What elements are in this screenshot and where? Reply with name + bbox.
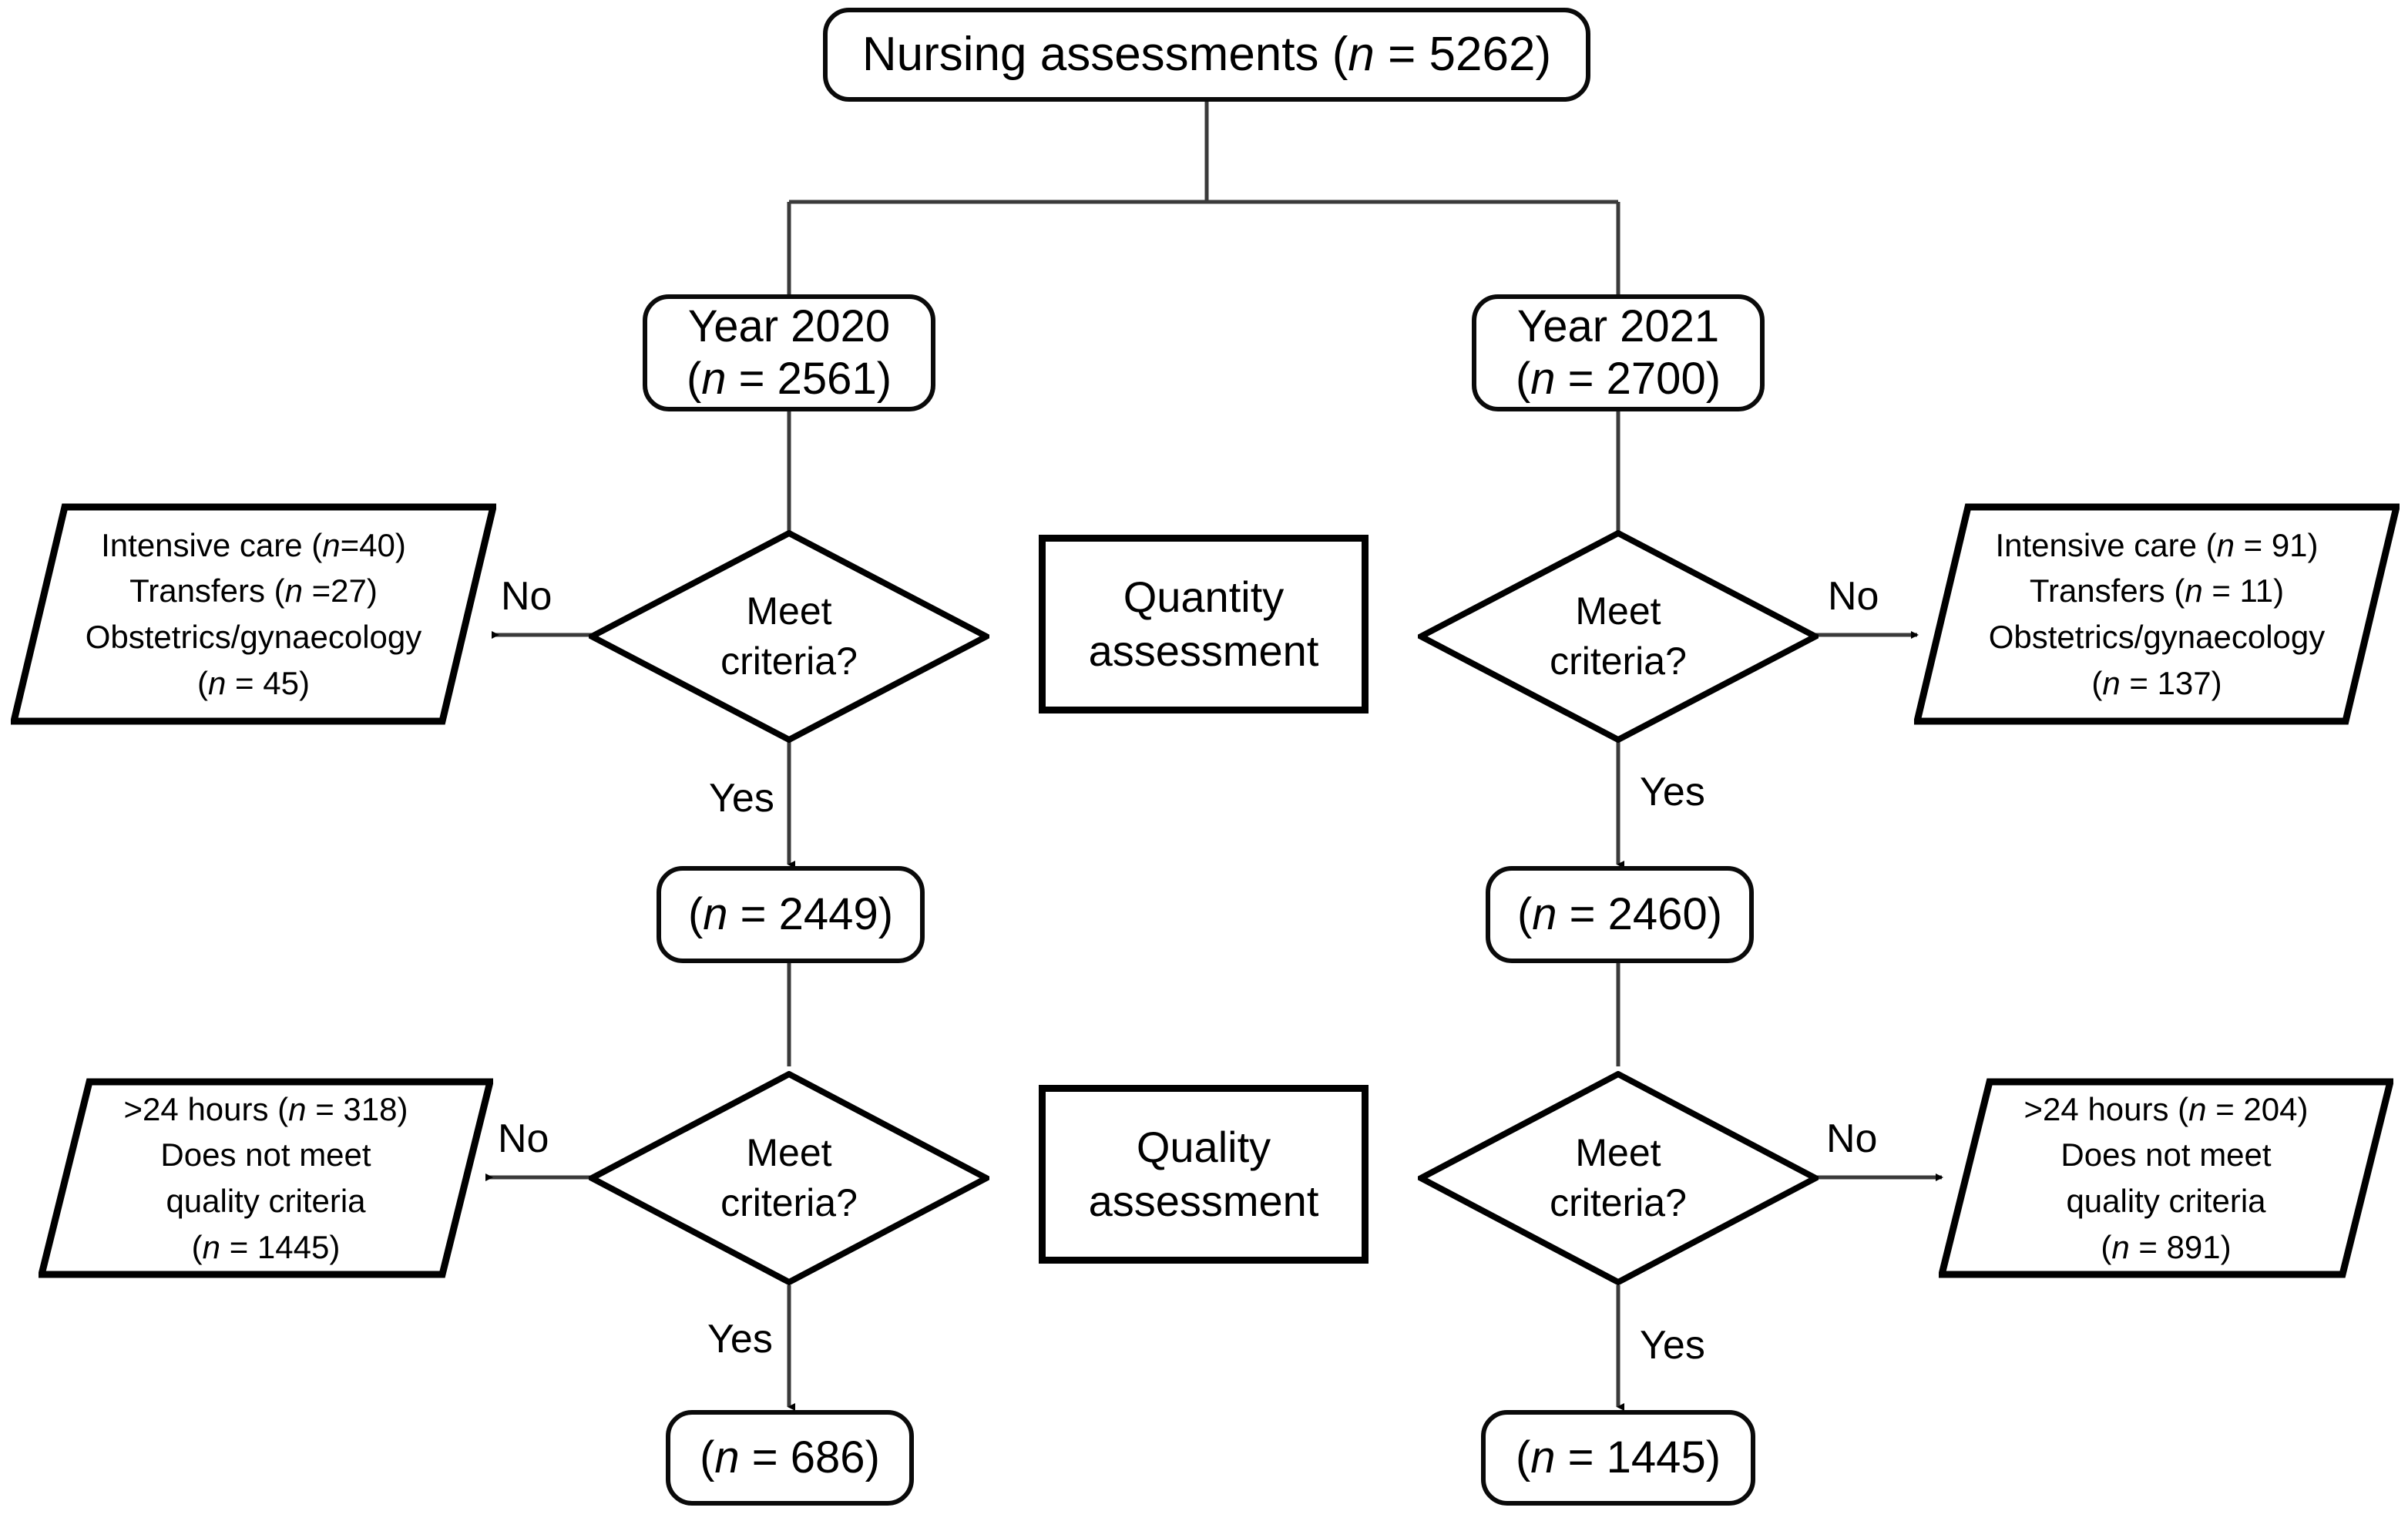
node-final-2021: (n = 1445) <box>1481 1410 1755 1506</box>
node-final-2020: (n = 686) <box>666 1410 914 1506</box>
node-nursing-assessments-label: Nursing assessments (n = 5262) <box>861 28 1552 82</box>
edge-label-yes-quantity-2020: Yes <box>709 776 774 821</box>
node-after-quantity-2020-label: (n = 2449) <box>687 888 894 939</box>
decision-meet-criteria-quality-2020: Meet criteria? <box>589 1071 989 1285</box>
node-after-quantity-2021-label: (n = 2460) <box>1516 888 1723 939</box>
node-nursing-assessments: Nursing assessments (n = 5262) <box>823 8 1590 102</box>
stage-label-quality-assessment-text: Quality assessment <box>1088 1123 1319 1225</box>
node-year-2020-label: Year 2020 (n = 2561) <box>686 301 892 404</box>
edge-label-yes-quality-2021: Yes <box>1640 1323 1705 1368</box>
node-final-2020-label: (n = 686) <box>700 1432 880 1482</box>
node-year-2021: Year 2021 (n = 2700) <box>1472 294 1765 411</box>
node-after-quantity-2021: (n = 2460) <box>1486 866 1754 963</box>
node-year-2021-label: Year 2021 (n = 2700) <box>1515 301 1721 404</box>
decision-meet-criteria-quantity-2020: Meet criteria? <box>589 530 989 743</box>
node-final-2021-label: (n = 1445) <box>1515 1432 1721 1482</box>
edge-label-no-quality-2020: No <box>498 1116 549 1161</box>
node-year-2020: Year 2020 (n = 2561) <box>643 294 935 411</box>
stage-label-quality-assessment: Quality assessment <box>1039 1085 1369 1264</box>
exclusions-quality-2021: >24 hours (n = 204) Does not meet qualit… <box>1939 1077 2393 1279</box>
stage-label-quantity-assessment-text: Quantity assessment <box>1088 572 1319 675</box>
exclusions-quantity-2020: Intensive care (n=40) Transfers (n =27) … <box>11 502 496 726</box>
edge-label-no-quantity-2020: No <box>501 574 552 619</box>
edge-label-yes-quality-2020: Yes <box>707 1317 773 1362</box>
exclusions-quality-2020: >24 hours (n = 318) Does not meet qualit… <box>39 1077 493 1279</box>
edge-label-yes-quantity-2021: Yes <box>1640 770 1705 814</box>
decision-meet-criteria-quantity-2021: Meet criteria? <box>1418 530 1819 743</box>
stage-label-quantity-assessment: Quantity assessment <box>1039 535 1369 713</box>
node-after-quantity-2020: (n = 2449) <box>657 866 925 963</box>
exclusions-quantity-2021: Intensive care (n = 91) Transfers (n = 1… <box>1914 502 2400 726</box>
decision-meet-criteria-quality-2021: Meet criteria? <box>1418 1071 1819 1285</box>
edge-label-no-quantity-2021: No <box>1828 574 1879 619</box>
edge-label-no-quality-2021: No <box>1826 1116 1878 1161</box>
